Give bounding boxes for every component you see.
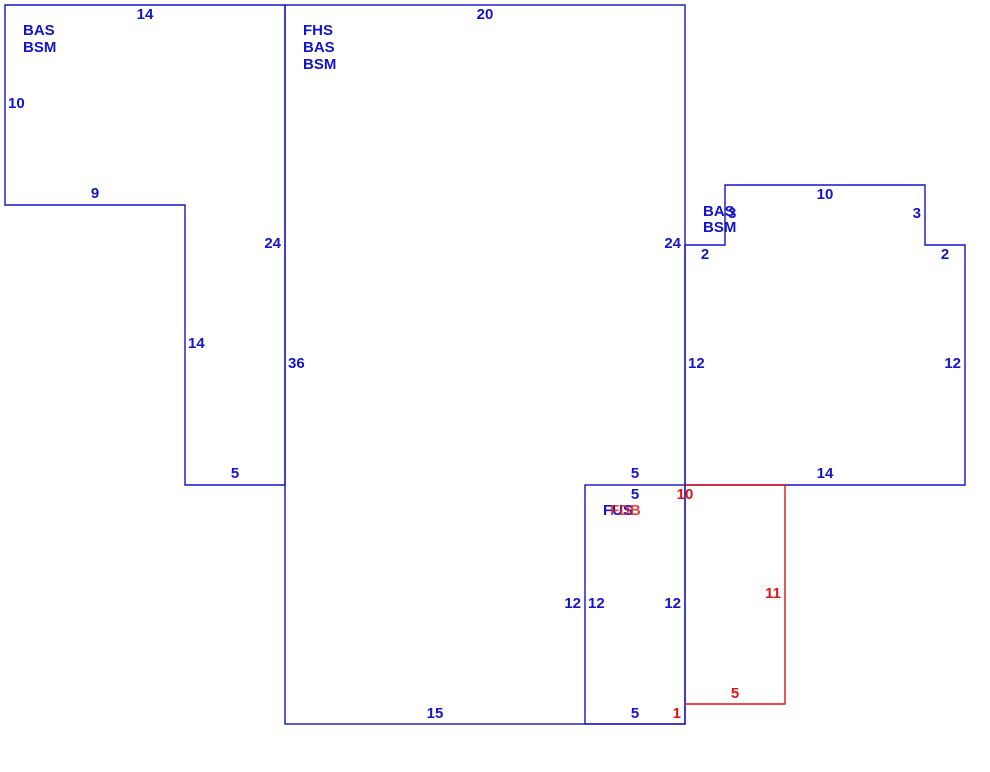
dim-sub-right: 12 — [664, 595, 681, 612]
dim-center-right: 24 — [664, 235, 681, 252]
center-area-code-1: FHS — [303, 22, 333, 39]
dim-left-inner: 24 — [264, 235, 281, 252]
dim-left-bottom: 5 — [231, 465, 239, 482]
left-area-code-1: BAS — [23, 22, 55, 39]
dim-center-bottom: 15 — [427, 705, 444, 722]
right-area-code-1: BAS — [703, 203, 735, 220]
dim-right-bottom: 14 — [817, 465, 834, 482]
dim-left-top: 14 — [137, 6, 154, 23]
right-area-code-2: BSM — [703, 219, 736, 236]
dim-red-right: 11 — [765, 585, 781, 602]
dim-left-side: 10 — [8, 95, 25, 112]
bottom-area-code-2: FDB — [610, 502, 641, 519]
dim-right-side-left: 12 — [688, 355, 705, 372]
dim-sub-bottom: 5 — [631, 705, 639, 722]
dim-red-top: 10 — [677, 486, 694, 503]
dim-red-left: 1 — [673, 705, 681, 722]
dim-right-side-right: 12 — [944, 355, 961, 372]
dim-left-step: 9 — [91, 185, 99, 202]
dim-center-top: 20 — [477, 6, 494, 23]
red-addition-outline — [685, 484, 786, 705]
left-section-outline — [4, 4, 286, 486]
dim-red-bottom: 5 — [731, 685, 739, 702]
center-section-outline — [284, 4, 686, 725]
bottom-subarea-outline — [584, 484, 686, 725]
dim-right-step-left: 2 — [701, 246, 709, 263]
dim-right-top: 10 — [817, 186, 834, 203]
left-area-code-2: BSM — [23, 39, 56, 56]
dim-sub-left-inner: 12 — [588, 595, 605, 612]
dim-right-bump-left: 3 — [728, 205, 736, 222]
dim-right-bump-right: 3 — [913, 205, 921, 222]
center-area-code-3: BSM — [303, 56, 336, 73]
dim-sub-top-inner: 5 — [631, 486, 639, 503]
center-area-code-2: BAS — [303, 39, 335, 56]
dim-sub-left-outer: 12 — [564, 595, 581, 612]
dim-sub-top-outer: 5 — [631, 465, 639, 482]
bottom-area-code-1: FUS — [603, 502, 633, 519]
dim-center-left: 36 — [288, 355, 305, 372]
dim-left-lower: 14 — [188, 335, 205, 352]
dim-right-step-right: 2 — [941, 246, 949, 263]
